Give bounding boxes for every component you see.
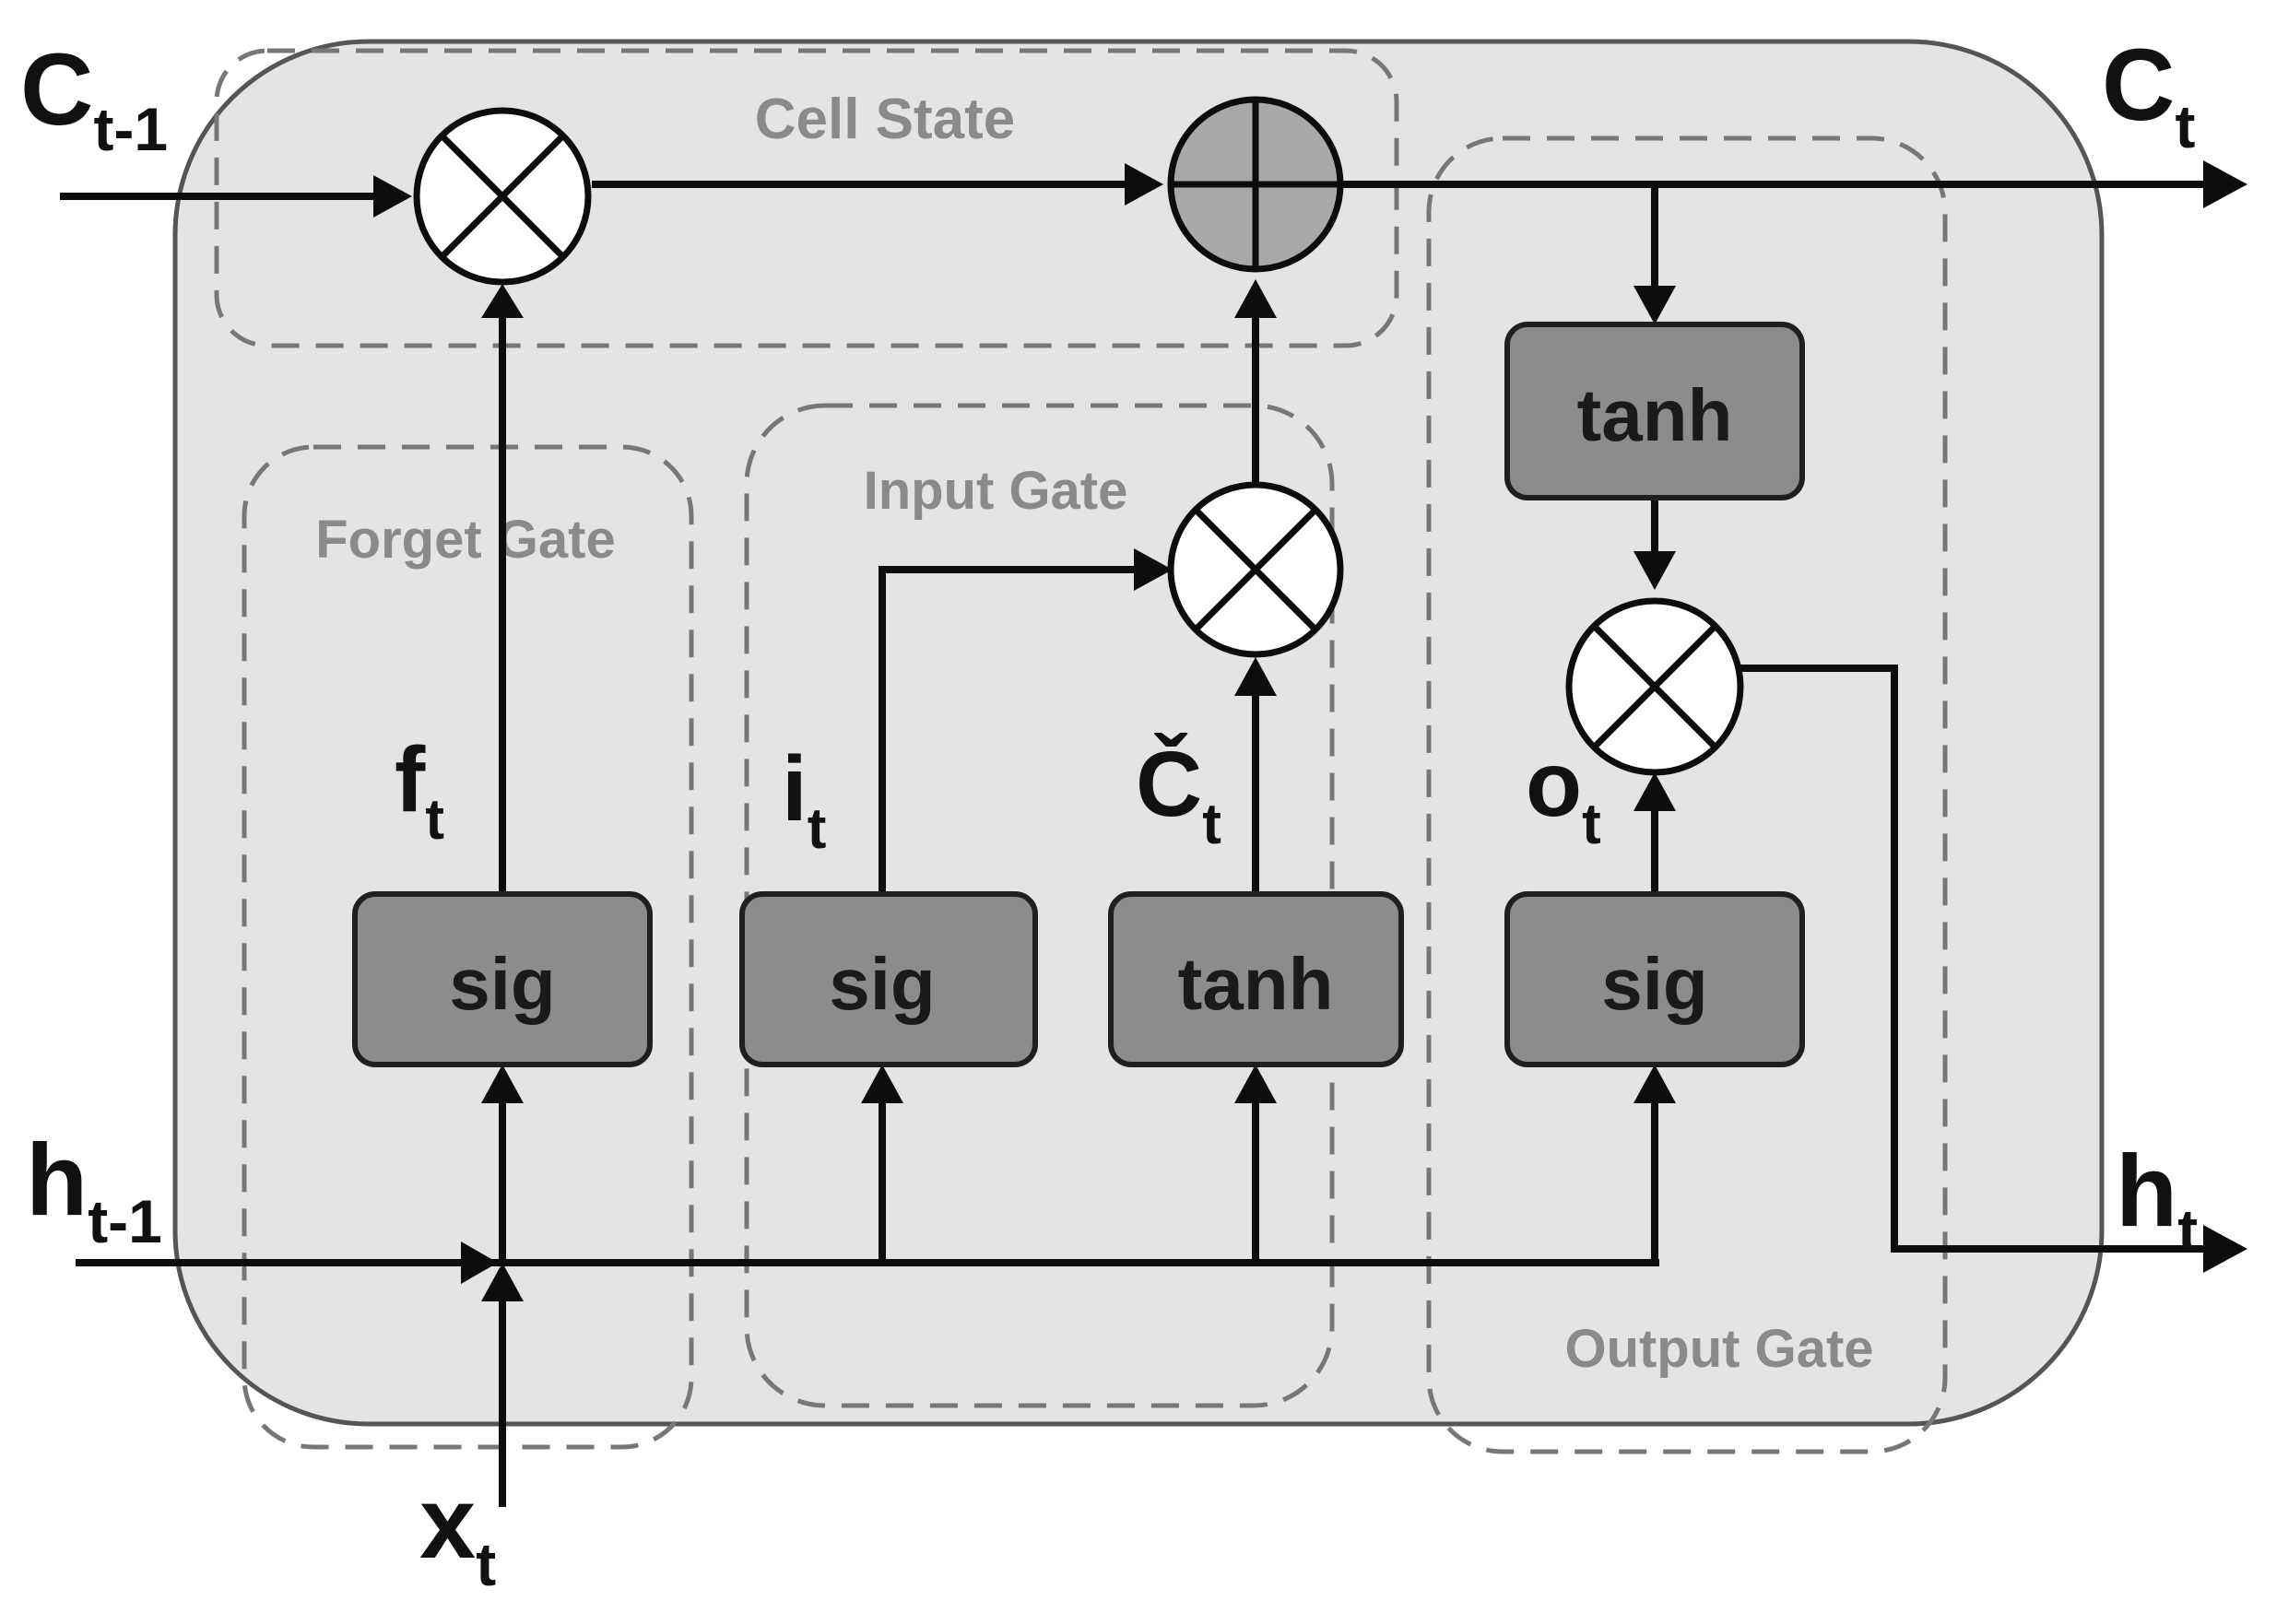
cell-state-label: Cell State — [755, 88, 1016, 151]
output-tanh-box — [1504, 322, 1805, 500]
input-multiply-icon — [1167, 481, 1344, 658]
cell-output-arrow — [2203, 160, 2247, 208]
output-tanh-text: tanh — [1577, 374, 1733, 456]
cell-mid-arrow — [1125, 163, 1163, 206]
x-input-label: xt — [419, 1466, 496, 1598]
cell-out-label: Ct — [2102, 29, 2195, 160]
output-sig-to-mult-arrow — [1633, 772, 1676, 811]
input-sig-box — [739, 891, 1038, 1067]
x-input-arrow — [481, 1263, 524, 1301]
forget-multiply-icon — [413, 107, 592, 286]
cell-prev-label: Ct-1 — [20, 33, 168, 163]
forget-to-mult-arrow — [481, 284, 524, 318]
candidate-tanh-box — [1108, 891, 1404, 1067]
hidden-out-label: ht — [2116, 1135, 2198, 1265]
hidden-to-candidate-arrow — [1234, 1065, 1277, 1103]
output-signal-label: ot — [1526, 733, 1601, 856]
forget-sig-box — [352, 891, 653, 1067]
cell-state-region — [214, 48, 1399, 348]
forget-gate-region — [242, 444, 694, 1450]
hidden-to-forget-arrow — [481, 1065, 524, 1103]
hidden-to-output-arrow — [1633, 1065, 1676, 1103]
hidden-input-arrow — [461, 1242, 498, 1284]
tanh-to-mult-arrow — [1633, 551, 1676, 590]
output-sig-box — [1504, 891, 1805, 1067]
forget-gate-label: Forget Gate — [315, 510, 616, 570]
output-multiply-icon — [1565, 597, 1744, 776]
cell-to-tanh-arrow — [1633, 286, 1676, 324]
input-to-mult-wire — [879, 566, 1143, 894]
hidden-output-arrow — [2203, 1225, 2247, 1273]
output-sig-text: sig — [1601, 943, 1708, 1025]
forget-sig-text: sig — [449, 943, 556, 1025]
hidden-prev-label: ht-1 — [26, 1124, 162, 1255]
hidden-to-input-arrow — [861, 1065, 903, 1103]
cell-input-arrow — [373, 175, 412, 218]
output-gate-label: Output Gate — [1564, 1319, 1873, 1379]
hidden-output-wire — [1740, 665, 2208, 1253]
candidate-tanh-text: tanh — [1178, 943, 1334, 1025]
forget-signal-label: ft — [395, 728, 444, 852]
candidate-signal-label: Čt — [1136, 733, 1221, 856]
candidate-to-mult-arrow — [1234, 657, 1277, 696]
input-sig-text: sig — [829, 943, 936, 1025]
cell-add-icon — [1167, 96, 1344, 273]
input-to-mult-arrow — [1134, 548, 1173, 591]
output-gate-region — [1426, 135, 1948, 1454]
input-gate-label: Input Gate — [864, 461, 1128, 521]
input-signal-label: it — [782, 737, 826, 861]
mult-to-adder-arrow — [1234, 279, 1277, 318]
